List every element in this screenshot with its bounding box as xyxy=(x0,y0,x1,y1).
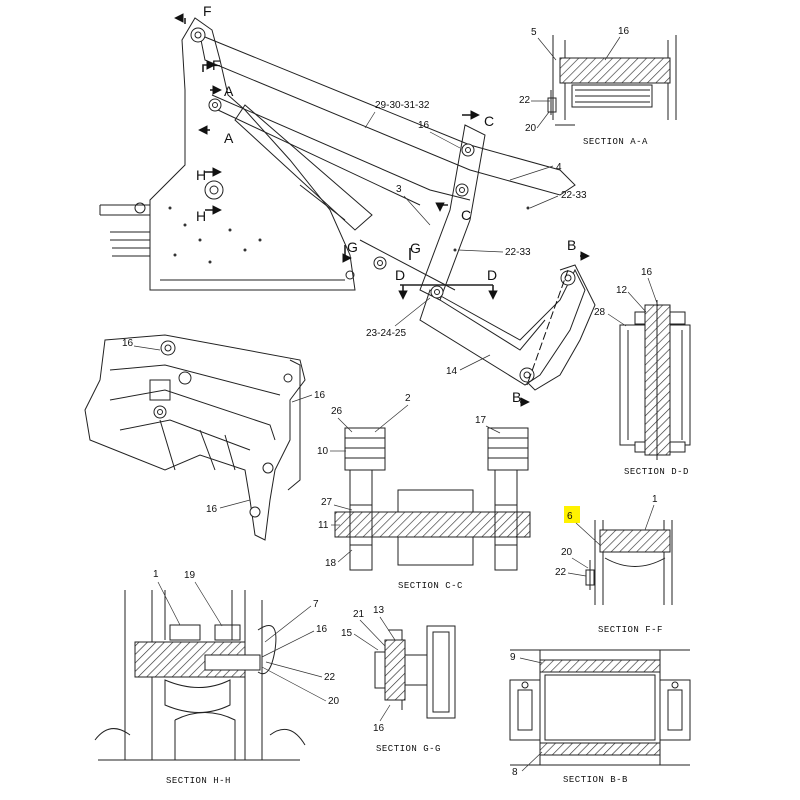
callout-20-h: 20 xyxy=(328,696,340,707)
section-c-c-title: SECTION C-C xyxy=(398,581,463,591)
callout-22-f: 22 xyxy=(555,567,567,578)
main-arm-view: F F A A H H C C G G D D B B 29-30-31-32 … xyxy=(99,3,596,407)
section-a-a-title: SECTION A-A xyxy=(583,137,648,147)
callout-18: 18 xyxy=(325,558,337,569)
marker-d-right: D xyxy=(487,267,497,283)
callout-13: 13 xyxy=(373,605,385,616)
callout-22-33-lower: 22-33 xyxy=(505,247,531,258)
section-a-a: 5 16 22 20 SECTION A-A xyxy=(519,26,677,147)
section-b-b: 9 8 SECTION B-B xyxy=(509,649,691,785)
callout-17: 17 xyxy=(475,415,487,426)
callout-4: 4 xyxy=(556,162,562,173)
callout-28: 28 xyxy=(594,307,606,318)
highlight-box xyxy=(564,506,580,523)
callout-16-d: 16 xyxy=(641,267,653,278)
marker-c-top: C xyxy=(484,113,494,129)
callout-16-persp-a: 16 xyxy=(122,338,134,349)
callout-16-main: 16 xyxy=(418,120,430,131)
section-b-b-title: SECTION B-B xyxy=(563,775,628,785)
callout-26: 26 xyxy=(331,406,343,417)
callout-20-f: 20 xyxy=(561,547,573,558)
callout-14: 14 xyxy=(446,366,458,377)
marker-g-left: G xyxy=(347,239,358,255)
marker-f-bottom: F xyxy=(212,57,221,73)
callout-22-a: 22 xyxy=(519,95,531,106)
marker-h-bottom: H xyxy=(196,208,206,224)
section-g-g-title: SECTION G-G xyxy=(376,744,441,754)
callout-2: 2 xyxy=(405,393,411,404)
callout-16-a: 16 xyxy=(618,26,630,37)
callout-7: 7 xyxy=(313,599,319,610)
callout-5: 5 xyxy=(531,27,537,38)
callout-16-persp-c: 16 xyxy=(206,504,218,515)
section-h-h-title: SECTION H-H xyxy=(166,776,231,786)
marker-c-bottom: C xyxy=(461,207,471,223)
marker-h-top: H xyxy=(196,167,206,183)
perspective-view: 16 16 16 xyxy=(84,334,326,541)
section-d-d-title: SECTION D-D xyxy=(624,467,689,477)
marker-d-left: D xyxy=(395,267,405,283)
marker-b-top: B xyxy=(567,237,576,253)
callout-12: 12 xyxy=(616,285,628,296)
callout-22-h: 22 xyxy=(324,672,336,683)
callout-9: 9 xyxy=(510,652,516,663)
callout-8: 8 xyxy=(512,767,518,778)
section-g-g: 21 13 15 16 SECTION G-G xyxy=(341,605,456,754)
section-f-f: 6 1 20 22 SECTION F-F xyxy=(555,494,673,635)
callout-16-g: 16 xyxy=(373,723,385,734)
callout-23-24-25: 23-24-25 xyxy=(366,328,406,339)
section-c-c: 26 2 17 10 27 11 18 SECTION C-C xyxy=(317,393,531,591)
marker-a-top: A xyxy=(224,83,234,99)
marker-b-bottom: B xyxy=(512,389,521,405)
callout-27: 27 xyxy=(321,497,333,508)
marker-f-top: F xyxy=(203,3,212,19)
callout-1-f: 1 xyxy=(652,494,658,505)
callout-10: 10 xyxy=(317,446,329,457)
section-d-d: 16 12 28 SECTION D-D xyxy=(594,267,691,477)
callout-16-persp-b: 16 xyxy=(314,390,326,401)
callout-29-30-31-32: 29-30-31-32 xyxy=(375,100,430,111)
marker-a-bottom: A xyxy=(224,130,234,146)
callout-21: 21 xyxy=(353,609,365,620)
callout-22-33-upper: 22-33 xyxy=(561,190,587,201)
callout-20-a: 20 xyxy=(525,123,537,134)
callout-19: 19 xyxy=(184,570,196,581)
callout-15: 15 xyxy=(341,628,353,639)
callout-6: 6 xyxy=(567,511,573,522)
section-f-f-title: SECTION F-F xyxy=(598,625,663,635)
callout-16-h: 16 xyxy=(316,624,328,635)
section-h-h: 1 19 7 16 22 20 SECTION H-H xyxy=(94,569,340,786)
marker-g-right: G xyxy=(410,240,421,256)
callout-3: 3 xyxy=(396,184,402,195)
callout-1-h: 1 xyxy=(153,569,159,580)
callout-11: 11 xyxy=(318,520,329,531)
